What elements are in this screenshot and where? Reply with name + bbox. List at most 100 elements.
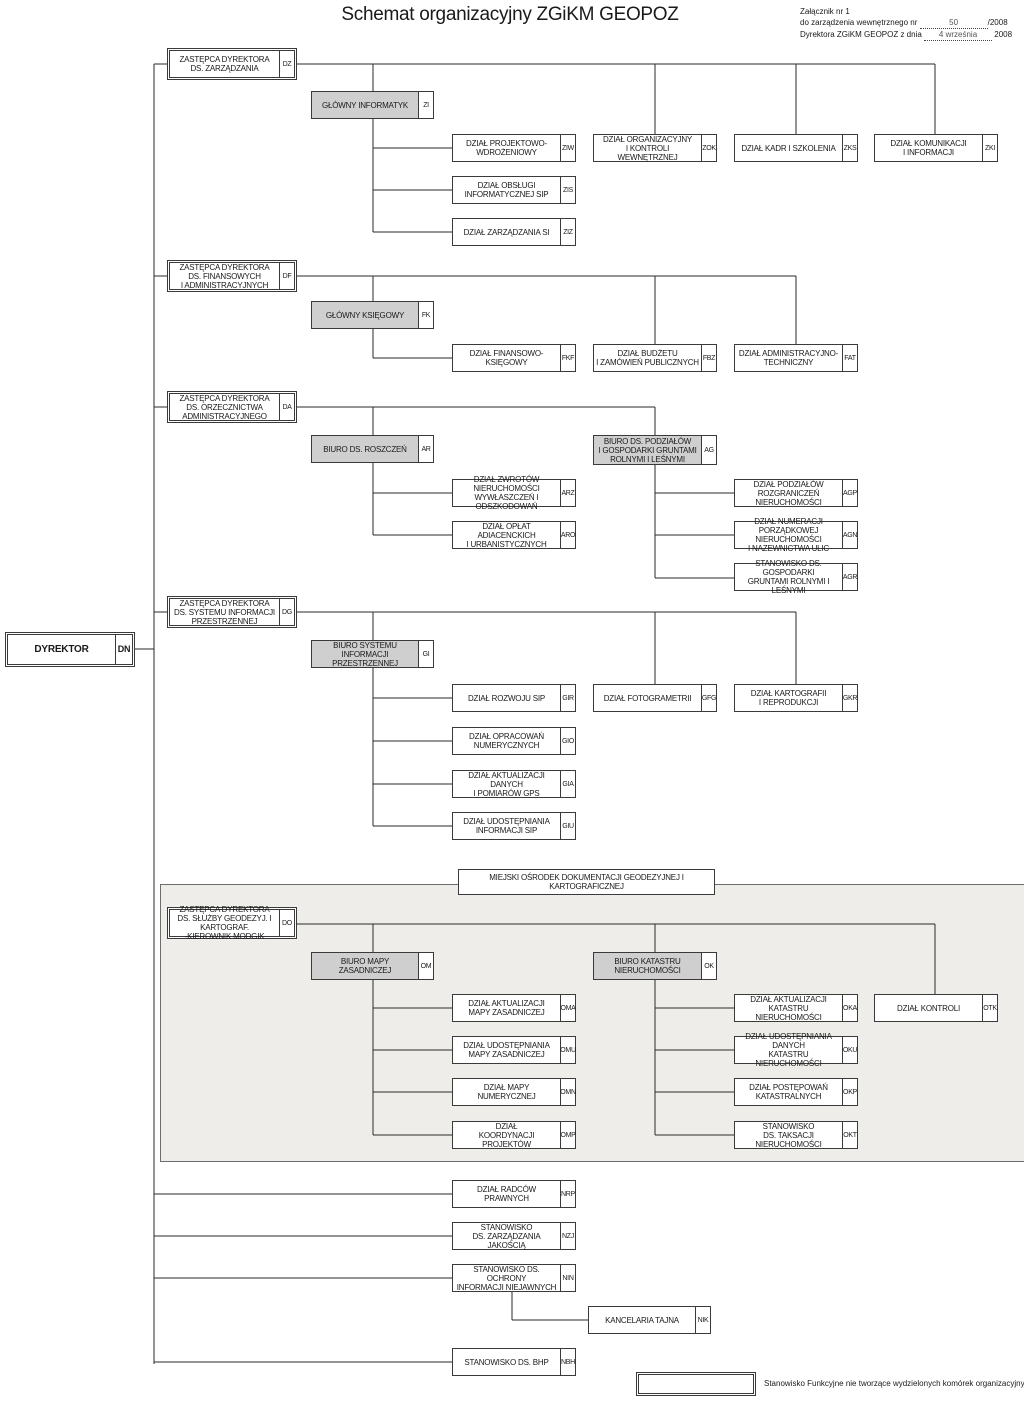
- land-division-office-box: BIURO DS. PODZIAŁÓW I GOSPODARKI GRUNTAM…: [593, 435, 717, 465]
- unit-label: DZIAŁ ZARZĄDZANIA SI: [463, 227, 550, 237]
- unit-box-oka: DZIAŁ AKTUALIZACJI KATASTRU NIERUCHOMOŚC…: [734, 994, 858, 1022]
- unit-box-agr: STANOWISKO DS. GOSPODARKI GRUNTAMI ROLNY…: [734, 559, 858, 595]
- unit-code: AGP: [842, 480, 857, 506]
- unit-label: DZIAŁ UDOSTĘPNIANIA INFORMACJI SIP: [463, 817, 550, 835]
- unit-label: KANCELARIA TAJNA: [605, 1315, 679, 1325]
- unit-label: BIURO DS. PODZIAŁÓW I GOSPODARKI GRUNTAM…: [598, 436, 697, 464]
- unit-code: DN: [115, 635, 132, 664]
- cadastre-office-box: BIURO KATASTRU NIERUCHOMOŚCI OK: [593, 952, 717, 980]
- unit-box-gia: DZIAŁ AKTUALIZACJI DANYCH I POMIARÓW GPS…: [452, 770, 576, 798]
- unit-label: DZIAŁ UDOSTĘPNIANIA DANYCH KATASTRU NIER…: [745, 1032, 832, 1068]
- unit-label: ZASTĘPCA DYREKTORA DS. SŁUŻBY GEODEZYJ. …: [177, 905, 272, 941]
- unit-box-okp: DZIAŁ POSTĘPOWAŃ KATASTRALNYCH OKP: [734, 1078, 858, 1106]
- annex-note: Załącznik nr 1 do zarządzenia wewnętrzne…: [800, 6, 1012, 41]
- unit-code: FAT: [842, 345, 857, 371]
- unit-code: OMU: [560, 1037, 576, 1063]
- unit-code: ZOK: [701, 135, 716, 161]
- unit-label: ZASTĘPCA DYREKTORA DS. FINANSOWYCH I ADM…: [179, 262, 270, 290]
- unit-box-zok: DZIAŁ ORGANIZACYJNY I KONTROLI WEWNĘTRZN…: [593, 134, 717, 162]
- unit-code: GIA: [560, 771, 575, 797]
- unit-box-gio: DZIAŁ OPRACOWAŃ NUMERYCZNYCH GIO: [452, 727, 576, 755]
- unit-label: DZIAŁ OPŁAT ADIACENCKICH I URBANISTYCZNY…: [466, 521, 547, 549]
- unit-code: OK: [701, 953, 716, 979]
- unit-box-arz: DZIAŁ ZWROTÓW NIERUCHOMOŚCI WYWŁASZCZEŃ …: [452, 475, 576, 511]
- modgik-area: [160, 884, 1024, 1162]
- unit-box-zis: DZIAŁ OBSŁUGI INFORMATYCZNEJ SIP ZIS: [452, 176, 576, 204]
- unit-label: DZIAŁ POSTĘPOWAŃ KATASTRALNYCH: [749, 1083, 828, 1101]
- unit-code: OKP: [842, 1079, 857, 1105]
- unit-code: NBH: [560, 1349, 575, 1375]
- chart-title: Schemat organizacyjny ZGiKM GEOPOZ: [341, 4, 679, 25]
- annex-line-2: do zarządzenia wewnętrznego nr 50/2008: [800, 17, 1008, 29]
- unit-label: DZIAŁ OPRACOWAŃ NUMERYCZNYCH: [469, 732, 544, 750]
- legend-swatch: [636, 1372, 756, 1396]
- unit-box-gkr: DZIAŁ KARTOGRAFII I REPRODUKCJI GKR: [734, 684, 858, 712]
- annex-number: 50: [919, 17, 988, 29]
- unit-label: DZIAŁ FINANSOWO-KSIĘGOWY: [469, 349, 544, 367]
- unit-label: GŁÓWNY KSIĘGOWY: [325, 310, 405, 320]
- unit-label: STANOWISKO DS. BHP: [464, 1357, 549, 1367]
- modgik-header-box: MIEJSKI OŚRODEK DOKUMENTACJI GEODEZYJNEJ…: [458, 869, 715, 895]
- legend-text: Stanowisko Funkcyjne nie tworzące wydzie…: [764, 1379, 1024, 1388]
- unit-code: ZIW: [560, 135, 575, 161]
- unit-code: ZIS: [560, 177, 575, 203]
- unit-code: FKF: [560, 345, 575, 371]
- unit-code: NRP: [560, 1181, 575, 1207]
- unit-code: GIR: [560, 685, 575, 711]
- unit-label: DZIAŁ KOORDYNACJI PROJEKTÓW: [478, 1121, 535, 1149]
- unit-label: DZIAŁ UDOSTĘPNIANIA MAPY ZASADNICZEJ: [463, 1041, 550, 1059]
- unit-box-oku: DZIAŁ UDOSTĘPNIANIA DANYCH KATASTRU NIER…: [734, 1032, 858, 1068]
- unit-label: DZIAŁ ZWROTÓW NIERUCHOMOŚCI WYWŁASZCZEŃ …: [473, 475, 540, 511]
- unit-label: STANOWISKO DS. ZARZĄDZANIA JAKOŚCIĄ: [472, 1222, 541, 1250]
- unit-label: DZIAŁ KARTOGRAFII I REPRODUKCJI: [750, 689, 827, 707]
- unit-label: STANOWISKO DS. GOSPODARKI GRUNTAMI ROLNY…: [747, 559, 830, 595]
- annex-line-3: Dyrektora ZGiKM GEOPOZ z dnia 4 września…: [800, 30, 1013, 41]
- unit-code: GIO: [560, 728, 575, 754]
- unit-box-omu: DZIAŁ UDOSTĘPNIANIA MAPY ZASADNICZEJ OMU: [452, 1036, 576, 1064]
- unit-code: NIK: [695, 1307, 710, 1333]
- unit-code: OM: [418, 953, 433, 979]
- unit-label: DZIAŁ AKTUALIZACJI KATASTRU NIERUCHOMOŚC…: [750, 994, 827, 1022]
- unit-label: DZIAŁ KOMUNIKACJI I INFORMACJI: [890, 139, 967, 157]
- unit-label: DZIAŁ AKTUALIZACJI DANYCH I POMIARÓW GPS: [468, 770, 545, 798]
- unit-code: OTK: [982, 995, 997, 1021]
- unit-label: DZIAŁ ORGANIZACYJNY I KONTROLI WEWNĘTRZN…: [602, 134, 693, 162]
- unit-label: MIEJSKI OŚRODEK DOKUMENTACJI GEODEZYJNEJ…: [489, 873, 684, 891]
- unit-code: DF: [279, 263, 294, 289]
- annex-line-1: Załącznik nr 1: [800, 7, 850, 16]
- unit-code: OKT: [842, 1122, 857, 1148]
- unit-label: ZASTĘPCA DYREKTORA DS. ORZECZNICTWA ADMI…: [179, 393, 270, 421]
- unit-box-okt: STANOWISKO DS. TAKSACJI NIERUCHOMOŚCI OKT: [734, 1121, 858, 1149]
- unit-code: GI: [418, 641, 433, 667]
- unit-label: BIURO MAPY ZASADNICZEJ: [338, 957, 392, 975]
- unit-code: OKA: [842, 995, 857, 1021]
- unit-code: DG: [279, 599, 294, 625]
- unit-label: STANOWISKO DS. TAKSACJI NIERUCHOMOŚCI: [755, 1121, 822, 1149]
- unit-code: GKR: [842, 685, 857, 711]
- unit-label: DZIAŁ ROZWOJU SIP: [467, 693, 546, 703]
- unit-label: ZASTĘPCA DYREKTORA DS. ZARZĄDZANIA: [179, 55, 270, 73]
- deputy-director-modgik-box: ZASTĘPCA DYREKTORA DS. SŁUŻBY GEODEZYJ. …: [167, 905, 297, 941]
- unit-label: DZIAŁ OBSŁUGI INFORMATYCZNEJ SIP: [464, 181, 549, 199]
- unit-code: OMN: [560, 1079, 576, 1105]
- unit-code: ZI: [418, 92, 433, 118]
- unit-label: BIURO KATASTRU NIERUCHOMOŚCI: [614, 957, 681, 975]
- unit-code: GFG: [701, 685, 716, 711]
- deputy-director-adjudication-box: ZASTĘPCA DYREKTORA DS. ORZECZNICTWA ADMI…: [167, 391, 297, 423]
- unit-box-nik: KANCELARIA TAJNA NIK: [588, 1306, 711, 1334]
- unit-box-agp: DZIAŁ PODZIAŁÓW ROZGRANICZEŃ NIERUCHOMOŚ…: [734, 479, 858, 507]
- unit-code: AR: [418, 436, 433, 462]
- unit-code: NIN: [560, 1265, 575, 1291]
- unit-box-aro: DZIAŁ OPŁAT ADIACENCKICH I URBANISTYCZNY…: [452, 521, 576, 549]
